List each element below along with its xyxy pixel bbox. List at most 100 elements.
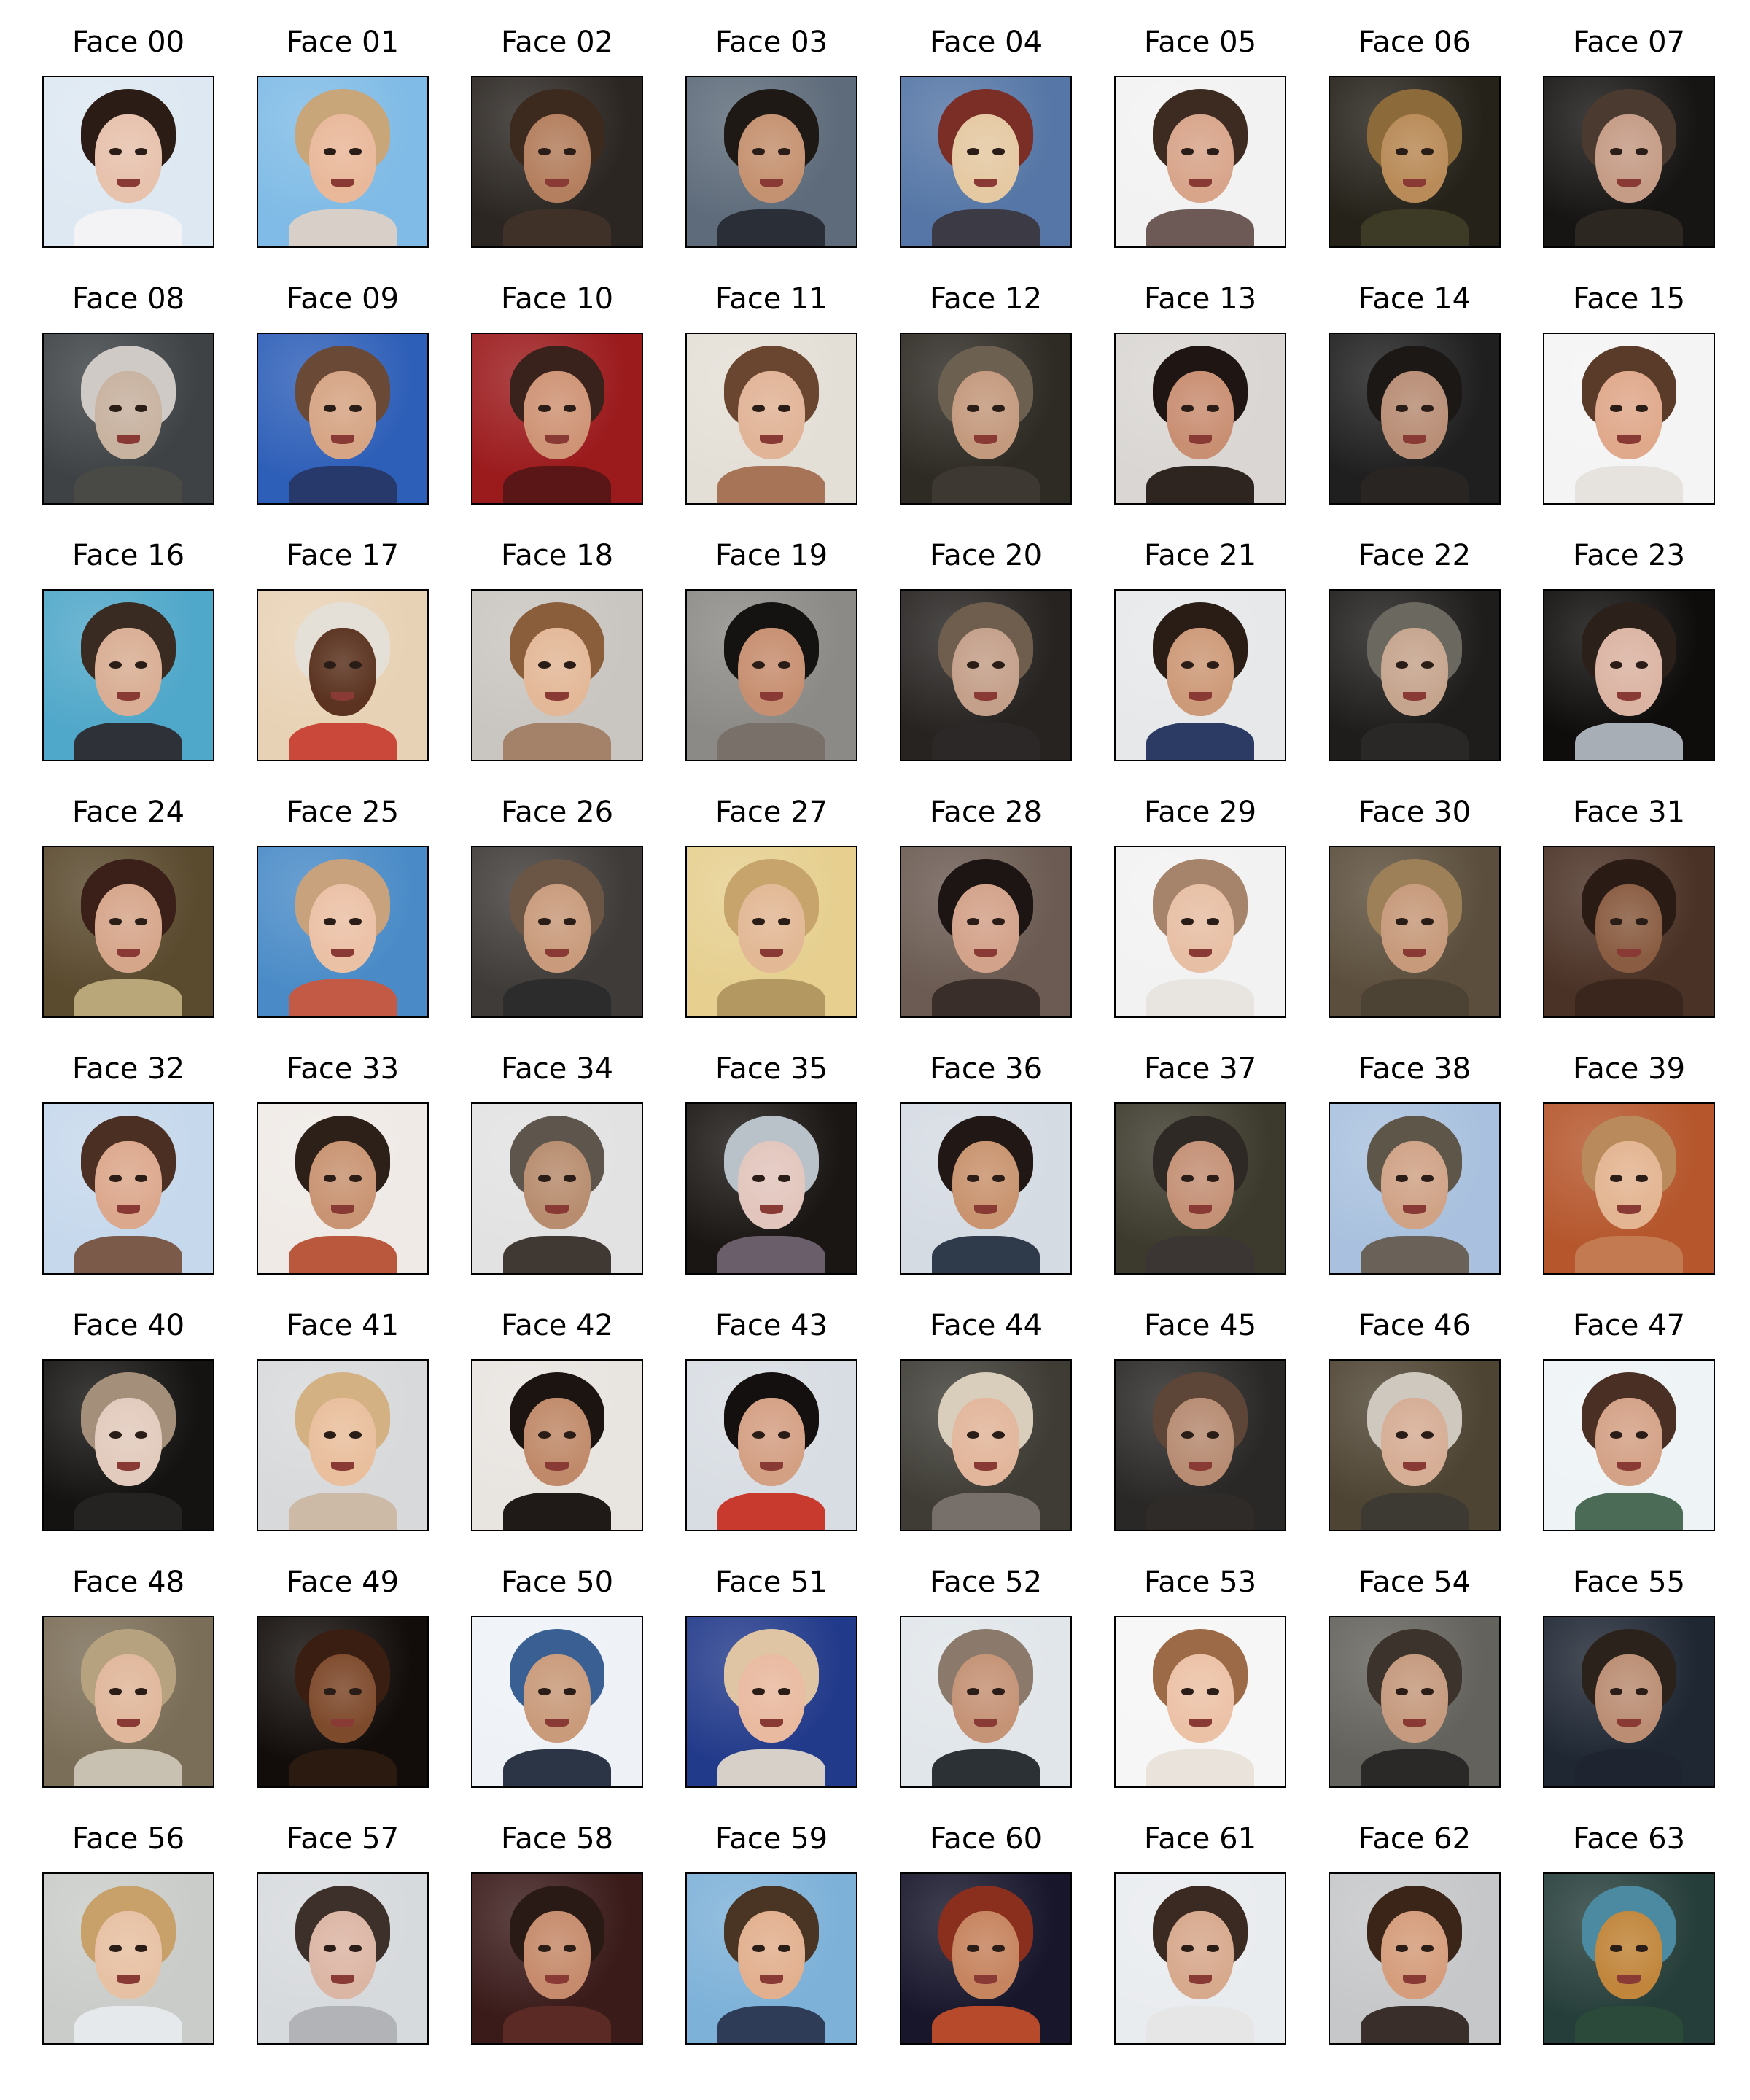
- mouth: [1617, 179, 1641, 187]
- face: [952, 1654, 1020, 1743]
- face-caption: Face 49: [286, 1566, 400, 1599]
- face-caption: Face 03: [715, 26, 828, 59]
- left-eye: [967, 1175, 979, 1182]
- left-eye: [752, 1175, 765, 1182]
- mouth: [1402, 179, 1427, 187]
- mouth: [1188, 692, 1213, 701]
- shoulders: [931, 465, 1041, 503]
- left-eye: [324, 661, 336, 669]
- left-eye: [752, 1688, 765, 1695]
- right-eye: [564, 148, 576, 155]
- face-cell: Face 58: [471, 1817, 643, 2045]
- left-eye: [752, 148, 765, 155]
- left-eye: [324, 405, 336, 412]
- face-cell: Face 49: [257, 1560, 429, 1788]
- face-caption: Face 54: [1358, 1566, 1471, 1599]
- face: [308, 1141, 377, 1229]
- mouth: [1402, 435, 1427, 444]
- shoulders: [717, 2005, 826, 2043]
- right-eye: [1207, 1688, 1219, 1695]
- face-cell: Face 01: [257, 20, 429, 248]
- mouth: [973, 1205, 998, 1214]
- mouth: [1617, 1719, 1641, 1727]
- left-eye: [1181, 661, 1194, 669]
- face: [523, 1654, 591, 1743]
- face-thumbnail: [1329, 1359, 1501, 1531]
- face-thumbnail: [1543, 589, 1715, 761]
- face-caption: Face 41: [286, 1309, 400, 1342]
- right-eye: [778, 1945, 790, 1952]
- face-thumbnail: [1329, 1102, 1501, 1275]
- left-eye: [1181, 1688, 1194, 1695]
- face-thumbnail: [1114, 76, 1286, 248]
- face: [952, 1911, 1020, 1999]
- left-eye: [1396, 1175, 1408, 1182]
- right-eye: [778, 1175, 790, 1182]
- right-eye: [349, 1175, 362, 1182]
- right-eye: [778, 661, 790, 669]
- face-cell: Face 20: [900, 534, 1072, 761]
- face-caption: Face 28: [929, 796, 1043, 829]
- face-caption: Face 60: [929, 1822, 1043, 1856]
- shoulders: [74, 465, 183, 503]
- mouth: [545, 692, 569, 701]
- mouth: [545, 435, 569, 444]
- face: [737, 1141, 806, 1229]
- face-cell: Face 02: [471, 20, 643, 248]
- mouth: [1402, 1975, 1427, 1984]
- face-caption: Face 02: [500, 26, 614, 59]
- right-eye: [564, 1431, 576, 1439]
- face-caption: Face 14: [1358, 282, 1471, 316]
- face-thumbnail: [685, 1102, 858, 1275]
- shoulders: [717, 979, 826, 1016]
- left-eye: [752, 1431, 765, 1439]
- left-eye: [109, 1431, 122, 1439]
- shoulders: [717, 209, 826, 246]
- face-thumbnail: [1543, 1359, 1715, 1531]
- face: [94, 114, 163, 203]
- face-thumbnail: [685, 589, 858, 761]
- face: [952, 884, 1020, 973]
- face-caption: Face 57: [286, 1822, 400, 1856]
- face: [1166, 1141, 1234, 1229]
- face-cell: Face 21: [1114, 534, 1286, 761]
- left-eye: [324, 1431, 336, 1439]
- left-eye: [1610, 1431, 1622, 1439]
- left-eye: [109, 1175, 122, 1182]
- face: [1166, 1654, 1234, 1743]
- right-eye: [1207, 918, 1219, 925]
- left-eye: [538, 661, 551, 669]
- face-caption: Face 16: [71, 539, 185, 572]
- face-cell: Face 03: [685, 20, 858, 248]
- face-thumbnail: [685, 1872, 858, 2045]
- left-eye: [967, 148, 979, 155]
- right-eye: [349, 918, 362, 925]
- shoulders: [502, 1492, 612, 1530]
- face-cell: Face 63: [1543, 1817, 1715, 2045]
- face-caption: Face 01: [286, 26, 400, 59]
- face-thumbnail: [471, 332, 643, 505]
- left-eye: [1610, 1688, 1622, 1695]
- face-cell: Face 27: [685, 790, 858, 1018]
- shoulders: [502, 2005, 612, 2043]
- face-caption: Face 00: [71, 26, 185, 59]
- right-eye: [992, 661, 1005, 669]
- face: [1595, 1911, 1663, 1999]
- face-cell: Face 12: [900, 277, 1072, 505]
- face-caption: Face 20: [929, 539, 1043, 572]
- face-cell: Face 23: [1543, 534, 1715, 761]
- shoulders: [1574, 1235, 1684, 1273]
- face-thumbnail: [1543, 76, 1715, 248]
- face-cell: Face 38: [1329, 1047, 1501, 1275]
- right-eye: [135, 1175, 147, 1182]
- right-eye: [1636, 1175, 1648, 1182]
- mouth: [1188, 1205, 1213, 1214]
- mouth: [973, 179, 998, 187]
- face-cell: Face 61: [1114, 1817, 1286, 2045]
- face-caption: Face 30: [1358, 796, 1471, 829]
- left-eye: [967, 405, 979, 412]
- right-eye: [1421, 918, 1434, 925]
- shoulders: [502, 722, 612, 760]
- face: [1166, 884, 1234, 973]
- face-thumbnail: [471, 846, 643, 1018]
